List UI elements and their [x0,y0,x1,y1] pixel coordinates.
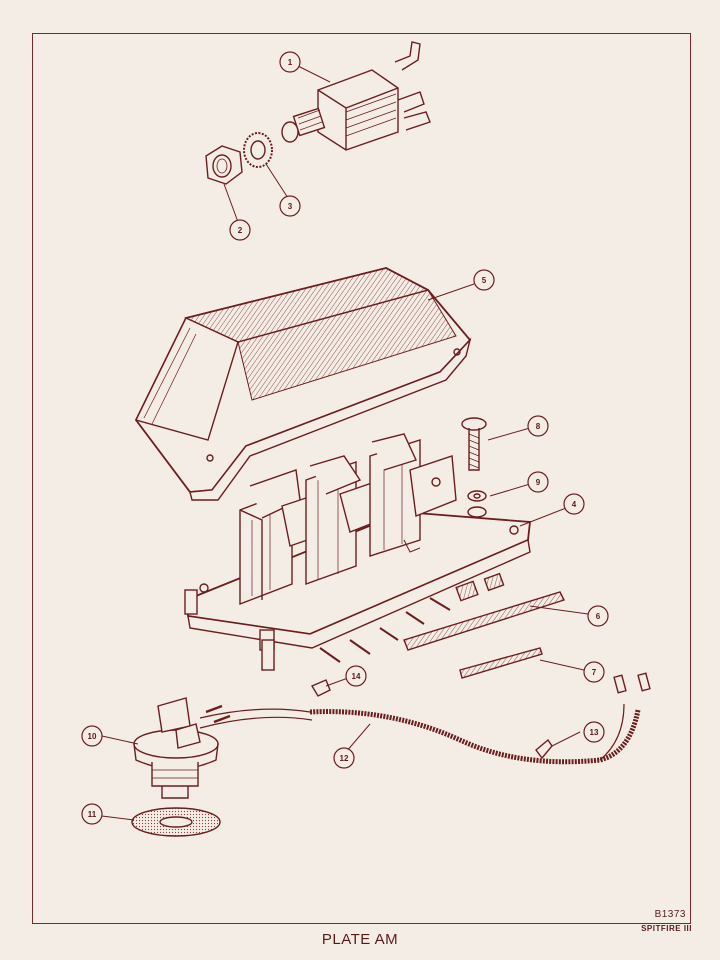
svg-text:1: 1 [288,58,293,67]
svg-text:9: 9 [536,478,541,487]
callout-13: 13 [583,721,605,743]
plate-frame [32,33,691,924]
callout-6: 6 [587,605,609,627]
callout-9: 9 [527,471,549,493]
callout-11: 11 [81,803,103,825]
callout-5: 5 [473,269,495,291]
callout-1: 1 [279,51,301,73]
part-small-washers [467,490,487,518]
callout-4: 4 [563,493,585,515]
part-screw [461,417,487,471]
part-cover [134,267,472,501]
plate-title: PLATE AM [321,931,399,948]
callout-7: 7 [583,661,605,683]
svg-text:12: 12 [340,754,349,763]
svg-text:14: 14 [352,672,361,681]
svg-text:10: 10 [88,732,97,741]
svg-text:11: 11 [88,810,97,819]
callout-12: 12 [333,747,355,769]
part-pressure-switch [133,697,219,799]
svg-text:3: 3 [288,202,293,211]
callout-10: 10 [81,725,103,747]
part-fuse-strip [403,591,565,651]
part-washer [243,132,273,168]
part-nut [205,145,243,185]
svg-text:5: 5 [482,276,487,285]
callout-14: 14 [345,665,367,687]
callout-2: 2 [229,219,251,241]
svg-text:6: 6 [596,612,601,621]
svg-text:4: 4 [572,500,577,509]
leader-lines [101,65,589,821]
callout-3: 3 [279,195,301,217]
drawing-reference: B1373 [654,909,686,920]
part-wiring [199,672,651,765]
part-control-box [184,433,531,671]
svg-text:8: 8 [536,422,541,431]
part-short-strip [459,647,543,679]
callout-markers: 1 2 3 4 5 6 7 8 9 10 11 12 13 14 [81,51,609,825]
part-switch [281,41,431,151]
svg-text:13: 13 [590,728,599,737]
part-gasket [131,807,221,837]
svg-text:2: 2 [238,226,243,235]
callout-8: 8 [527,415,549,437]
part-clips [310,679,553,760]
model-label: SPITFIRE III [641,924,692,933]
svg-text:7: 7 [592,668,597,677]
